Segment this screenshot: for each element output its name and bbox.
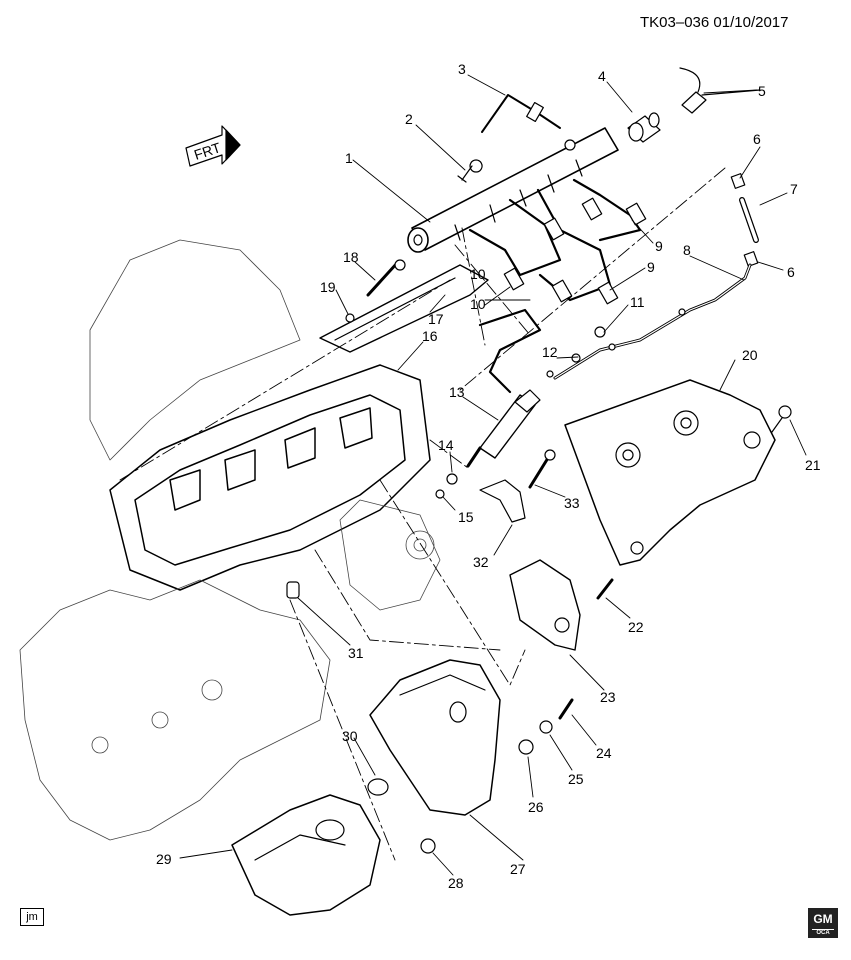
heat-shield-bolt <box>771 405 792 433</box>
sensor-connector <box>679 67 761 114</box>
engine-block-outline <box>19 239 441 841</box>
callout-22: 22 <box>628 619 644 635</box>
gm-logo-icon: GM OCA <box>808 908 838 938</box>
callout-29: 29 <box>156 851 172 867</box>
shield-fasteners <box>518 698 574 755</box>
callout-leaders <box>179 74 807 876</box>
return-pipe <box>481 94 561 133</box>
callout-32: 32 <box>473 554 489 570</box>
grommet <box>367 778 389 796</box>
diagram-date: 01/10/2017 <box>713 14 789 31</box>
callout-6-upper: 6 <box>753 131 761 147</box>
clamp-bolt <box>528 449 556 489</box>
callout-10-lower: 10 <box>470 296 486 312</box>
injector-clamp <box>479 479 526 523</box>
callout-16: 16 <box>422 328 438 344</box>
callout-7: 7 <box>790 181 798 197</box>
diagram-reference-header: TK03–036 01/10/2017 <box>640 14 788 31</box>
callout-33: 33 <box>564 495 580 511</box>
pressure-sensor <box>627 112 661 143</box>
injector-seal <box>446 473 458 485</box>
bracket-stud <box>366 259 406 297</box>
cylinder-head-cover <box>109 364 431 591</box>
callout-17: 17 <box>428 311 444 327</box>
callout-11: 11 <box>630 294 645 310</box>
callout-4: 4 <box>598 68 606 84</box>
drafter-initials: jm <box>20 908 44 926</box>
front-direction-arrow-icon: FRT <box>185 125 241 167</box>
bracket-nut <box>345 313 355 323</box>
injector-washer <box>435 489 445 499</box>
callout-18: 18 <box>343 249 359 265</box>
exhaust-manifold-shield <box>369 659 501 816</box>
callout-25: 25 <box>568 771 584 787</box>
callout-31: 31 <box>348 645 364 661</box>
wiring-bracket <box>319 264 489 353</box>
callout-8: 8 <box>683 242 691 258</box>
callout-13: 13 <box>449 384 465 400</box>
callout-6-lower: 6 <box>787 264 795 280</box>
callout-26: 26 <box>528 799 544 815</box>
callout-20: 20 <box>742 347 758 363</box>
gm-logo-subtext: OCA <box>812 929 834 937</box>
return-hose <box>730 173 759 267</box>
fuel-rail <box>407 127 619 253</box>
shield-nut <box>420 838 436 854</box>
callout-23: 23 <box>600 689 616 705</box>
fuel-injector <box>466 389 541 468</box>
fuel-return-line <box>553 263 752 380</box>
callout-28: 28 <box>448 875 464 891</box>
callout-14: 14 <box>438 437 454 453</box>
callout-12: 12 <box>542 344 558 360</box>
lower-heat-shield <box>231 794 381 916</box>
gm-logo-text: GM <box>813 912 833 926</box>
callout-15: 15 <box>458 509 474 525</box>
callout-9-lower: 9 <box>647 259 655 275</box>
callout-9-upper: 9 <box>655 238 663 254</box>
callout-21: 21 <box>805 457 821 473</box>
callout-numbers: 1 2 3 4 5 6 6 7 8 9 9 10 10 11 12 13 14 … <box>156 61 821 891</box>
callout-24: 24 <box>596 745 612 761</box>
line-clip-and-bolt <box>546 326 606 378</box>
callout-19: 19 <box>320 279 336 295</box>
callout-3: 3 <box>458 61 466 77</box>
callout-1: 1 <box>345 150 353 166</box>
rail-bolt <box>457 159 483 183</box>
callout-30: 30 <box>342 728 358 744</box>
locating-dowel <box>286 581 300 599</box>
diagram-code: TK03–036 <box>640 14 710 31</box>
shield-stud <box>596 578 614 600</box>
callout-10-upper: 10 <box>470 266 486 282</box>
shield-bracket <box>509 559 581 651</box>
callout-2: 2 <box>405 111 413 127</box>
callout-5: 5 <box>758 83 766 99</box>
injector-lines <box>468 178 647 394</box>
callout-27: 27 <box>510 861 526 877</box>
front-direction-label: FRT <box>192 139 223 163</box>
assembly-guide-lines <box>119 167 726 861</box>
heat-shield <box>564 379 776 566</box>
